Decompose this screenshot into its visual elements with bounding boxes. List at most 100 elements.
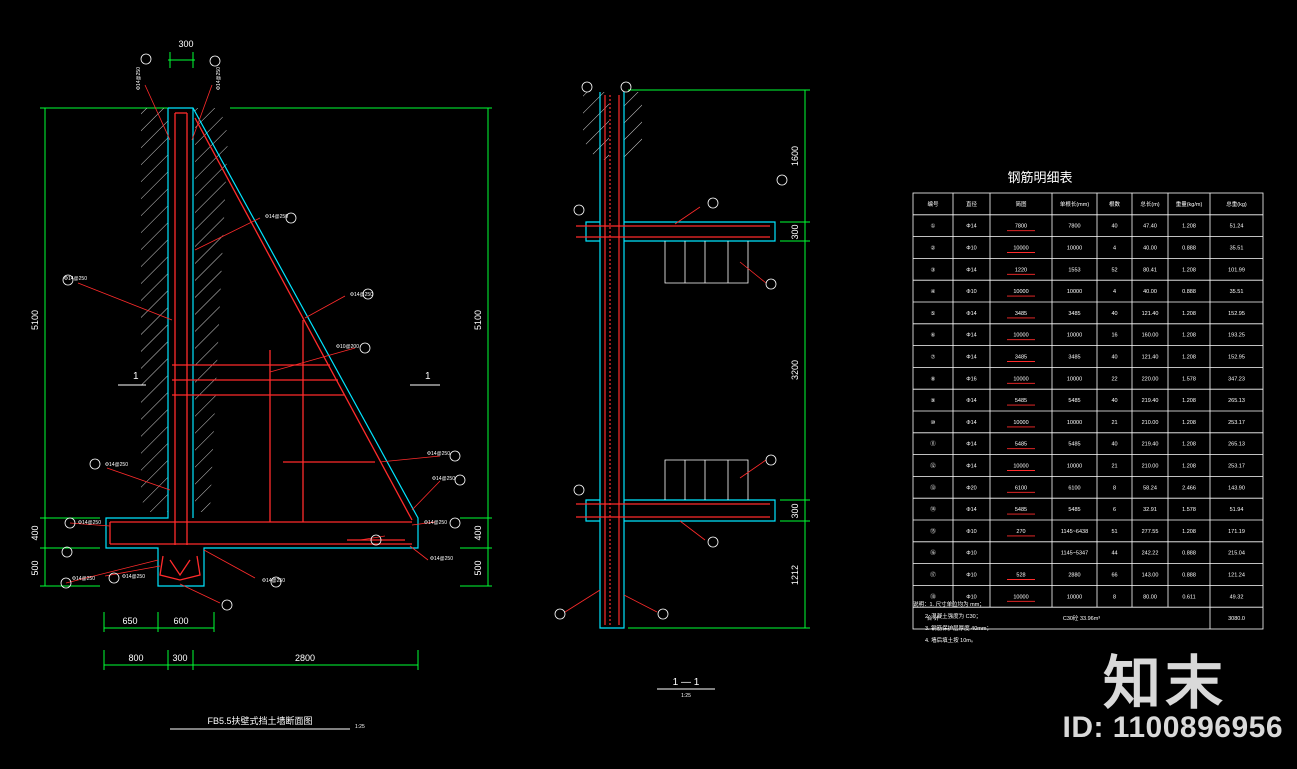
left-section-view: 300 5100 5100 400 500 400 500 650 600 80… [30, 39, 492, 730]
table-cell: 171.19 [1228, 529, 1245, 535]
note-line: 2. 混凝土强度为 C30； [925, 612, 981, 620]
table-header-cell: 直径 [966, 200, 978, 208]
table-cell: Φ14 [966, 420, 977, 426]
table-cell: 6 [1113, 507, 1116, 513]
bottom-dim-800: 800 [128, 653, 143, 663]
table-cell: 5485 [1068, 398, 1080, 404]
table-cell: 242.22 [1142, 551, 1159, 557]
table-cell: 1.578 [1182, 507, 1196, 513]
mid-dim-1212: 1212 [790, 565, 800, 585]
table-header-cell: 重量(kg/m) [1176, 200, 1203, 208]
table-cell: 10000 [1013, 376, 1028, 382]
rebar-label: Φ10@200 [336, 344, 359, 350]
table-cell: 3485 [1068, 311, 1080, 317]
table-cell: 51.24 [1230, 224, 1244, 230]
table-cell: 5485 [1015, 398, 1027, 404]
mid-dimensions [628, 89, 810, 629]
table-cell: 3485 [1015, 355, 1027, 361]
table-cell: 1.208 [1182, 267, 1196, 273]
table-cell: 1.208 [1182, 464, 1196, 470]
table-cell: Φ14 [966, 311, 977, 317]
table-cell: 1.208 [1182, 311, 1196, 317]
table-cell: 0.888 [1182, 289, 1196, 295]
table-cell: 265.13 [1228, 398, 1245, 404]
mid-dim-300a: 300 [790, 224, 800, 239]
notes: 说明：1. 尺寸单位均为 mm； 2. 混凝土强度为 C30； 3. 钢筋保护层… [913, 600, 992, 644]
table-cell: 143.00 [1142, 573, 1159, 579]
mid-dim-1600: 1600 [790, 146, 800, 166]
rebar-label: Φ14@250 [427, 451, 450, 457]
table-cell: 40 [1111, 311, 1117, 317]
table-cell: 4 [1113, 289, 1116, 295]
rebar-label: Φ14@250 [430, 556, 453, 562]
table-cell: ③ [931, 266, 936, 273]
table-cell: 1553 [1068, 267, 1080, 273]
height-dim-left: 5100 [30, 310, 40, 330]
table-cell: Φ10 [966, 529, 977, 535]
table-cell: 40 [1111, 224, 1117, 230]
table-cell: 1.208 [1182, 398, 1196, 404]
rebar-label: Φ14@250 [72, 576, 95, 582]
table-cell: 21 [1111, 464, 1117, 470]
left-markers [60, 53, 466, 611]
table-cell: 0.888 [1182, 573, 1196, 579]
left-dim-400: 400 [30, 525, 40, 540]
table-cell: 270 [1016, 529, 1025, 535]
table-cell: 47.40 [1143, 224, 1157, 230]
table-cell: ⑰ [930, 571, 936, 579]
table-total-weight: 3080.0 [1228, 616, 1245, 622]
table-cell: 193.25 [1228, 333, 1245, 339]
watermark-id: ID: 1100896956 [1062, 711, 1283, 744]
table-cell: 0.888 [1182, 246, 1196, 252]
note-line: 3. 钢筋保护层厚度 40mm； [925, 624, 992, 632]
table-cell: ⑪ [930, 440, 936, 448]
table-cell: ⑧ [931, 375, 936, 382]
table-cell: 1220 [1015, 267, 1027, 273]
table-cell: 121.24 [1228, 573, 1245, 579]
table-cell: 10000 [1013, 464, 1028, 470]
table-cell: 160.00 [1142, 333, 1159, 339]
table-cell: 528 [1016, 573, 1025, 579]
note-line: 4. 墙后填土按 10m。 [925, 636, 976, 644]
mid-dim-300b: 300 [790, 503, 800, 518]
table-cell: 22 [1111, 376, 1117, 382]
table-cell: 3485 [1015, 311, 1027, 317]
rebar-label: Φ14@250 [265, 214, 288, 220]
table-cell: 40 [1111, 355, 1117, 361]
bottom-dim-650: 650 [122, 616, 137, 626]
table-cell: ⑱ [930, 592, 936, 600]
table-cell: 347.23 [1228, 376, 1245, 382]
table-header-cell: 单根长(mm) [1060, 200, 1089, 208]
table-cell: 32.91 [1143, 507, 1157, 513]
table-cell: 0.611 [1182, 594, 1195, 600]
section-scale: 1:25 [681, 693, 691, 699]
table-cell: 40 [1111, 442, 1117, 448]
top-dim-label: 300 [178, 39, 193, 49]
table-cell: 253.17 [1228, 420, 1245, 426]
table-cell: 220.00 [1142, 376, 1159, 382]
table-cell: 253.17 [1228, 464, 1245, 470]
table-cell: 1.208 [1182, 442, 1196, 448]
table-title: 钢筋明细表 [1007, 170, 1072, 185]
table-cell: 10000 [1067, 289, 1082, 295]
table-cell: 44 [1111, 551, 1117, 557]
table-cell: Φ10 [966, 551, 977, 557]
mid-rebar [576, 95, 770, 625]
rebar-label: Φ14@250 [122, 574, 145, 580]
table-cell: 8 [1113, 485, 1116, 491]
table-cell: ⑩ [931, 419, 936, 426]
concrete-outline [105, 107, 419, 587]
table-cell: 10000 [1013, 333, 1028, 339]
rebar-label: Φ14@250 [424, 520, 447, 526]
table-total-concrete: C30砼 33.96m³ [1063, 614, 1100, 622]
table-cell: 101.99 [1228, 267, 1245, 273]
table-header-cell: 编号 [927, 200, 939, 208]
table-cell: Φ10 [966, 594, 977, 600]
table-cell: Φ14 [966, 507, 977, 513]
table-cell: ① [931, 223, 936, 230]
table-cell: 58.24 [1143, 485, 1157, 491]
rebar-schedule-table: 钢筋明细表 编号直径简图单根长(mm)根数总长(m)重量(kg/m)总重(kg)… [912, 170, 1264, 630]
table-cell: Φ14 [966, 355, 977, 361]
